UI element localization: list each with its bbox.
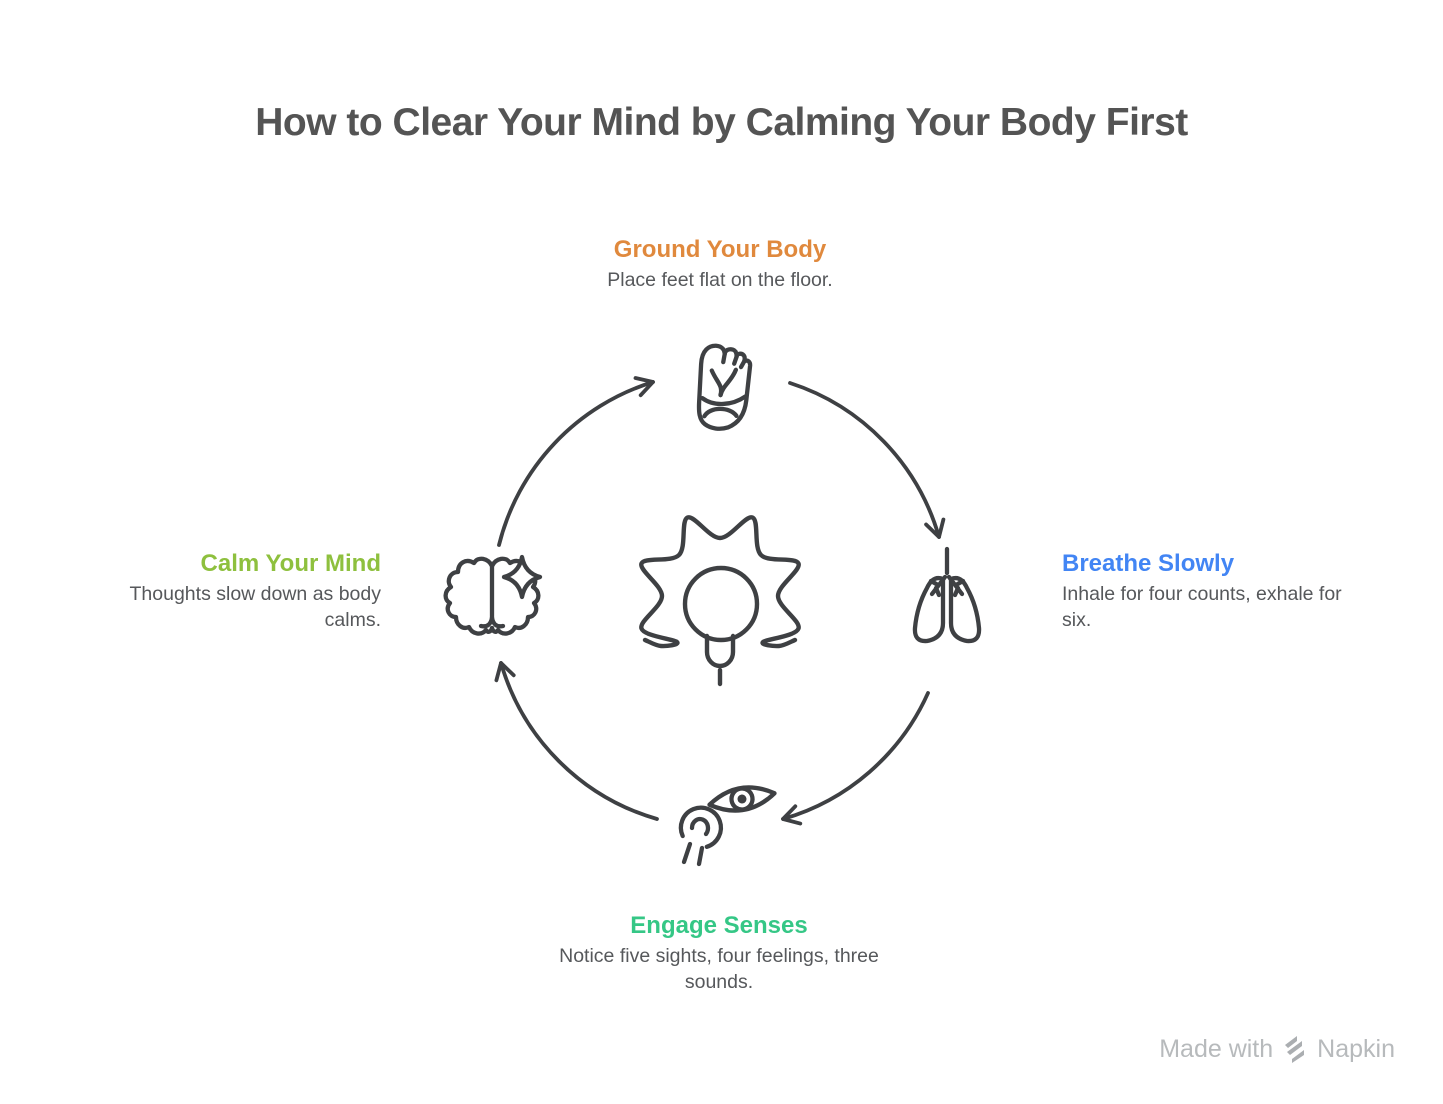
brain-sparkle-icon xyxy=(443,554,543,636)
arrow-right-to-bottom xyxy=(781,691,930,826)
step-label: Breathe Slowly xyxy=(1062,550,1235,577)
step-label: Engage Senses xyxy=(630,912,808,939)
page-title: How to Clear Your Mind by Calming Your B… xyxy=(255,101,1188,144)
arrow-top-to-right xyxy=(788,381,946,539)
step-description: Notice five sights, four feelings, three… xyxy=(559,945,879,993)
step-description: Thoughts slow down as body calms. xyxy=(129,583,381,631)
foot-icon xyxy=(696,343,753,431)
made-with-napkin-credit: Made with Napkin xyxy=(1159,1032,1395,1066)
napkin-brand-text: Napkin xyxy=(1317,1034,1395,1063)
gear-bulb-icon xyxy=(639,515,801,687)
lungs-icon xyxy=(912,546,982,644)
arrow-bottom-to-left xyxy=(494,661,659,821)
step-ground-your-body: Ground Your Body Place feet flat on the … xyxy=(520,236,920,293)
step-calm-your-mind: Calm Your Mind Thoughts slow down as bod… xyxy=(90,550,381,633)
step-description: Place feet flat on the floor. xyxy=(607,269,833,291)
step-breathe-slowly: Breathe Slowly Inhale for four counts, e… xyxy=(1062,550,1352,633)
step-label: Calm Your Mind xyxy=(200,550,381,577)
step-description: Inhale for four counts, exhale for six. xyxy=(1062,583,1342,631)
ear-eye-icon xyxy=(678,785,777,867)
step-engage-senses: Engage Senses Notice five sights, four f… xyxy=(559,912,879,995)
arrow-left-to-top xyxy=(497,376,655,547)
made-with-text: Made with xyxy=(1159,1034,1274,1063)
napkin-logo-icon xyxy=(1285,1036,1305,1063)
step-label: Ground Your Body xyxy=(613,236,827,263)
